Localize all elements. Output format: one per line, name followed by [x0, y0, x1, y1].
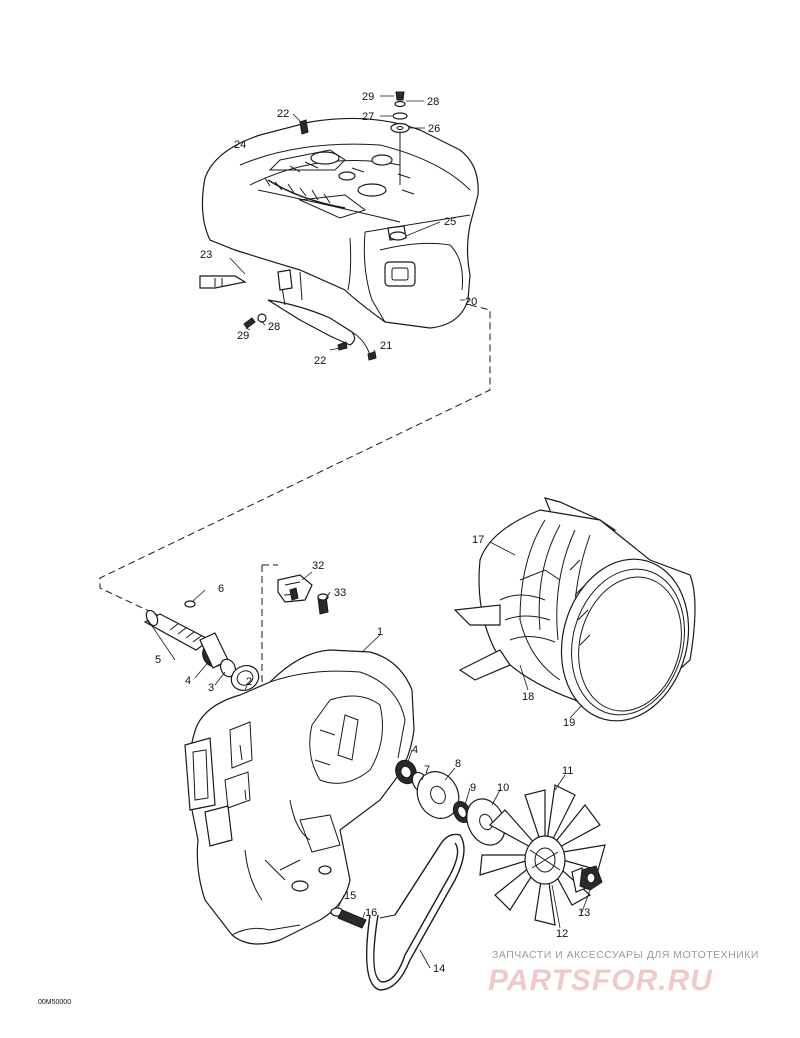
drawing-code: 00M50000 [38, 999, 71, 1006]
shaft-group [143, 600, 260, 691]
callout-26: 26 [428, 123, 440, 135]
housing-assembly [184, 649, 415, 945]
bolt-group [330, 907, 367, 929]
callout-24: 24 [234, 139, 246, 151]
callout-19: 19 [563, 717, 575, 729]
pulley-stack [395, 759, 506, 846]
fan-shroud-assembly [453, 497, 696, 722]
callout-20: 20 [465, 296, 477, 308]
fan-assembly [479, 784, 606, 926]
callout-16: 16 [365, 907, 377, 919]
callout-23: 23 [200, 249, 212, 261]
drive-belt [366, 833, 465, 991]
callout-4-right: 4 [412, 744, 418, 756]
callout-14: 14 [433, 963, 445, 975]
callout-21: 21 [380, 340, 392, 352]
bracket-group [277, 574, 329, 615]
leader-lines [147, 95, 591, 969]
callout-33: 33 [334, 587, 346, 599]
callout-29: 29 [362, 91, 374, 103]
callout-13: 13 [578, 907, 590, 919]
callout-22-top: 22 [277, 108, 289, 120]
callout-8: 8 [455, 758, 461, 770]
callout-5: 5 [155, 654, 161, 666]
callout-22-bottom: 22 [314, 355, 326, 367]
callout-27: 27 [362, 111, 374, 123]
callout-25: 25 [444, 216, 456, 228]
callout-28: 28 [427, 96, 439, 108]
watermark-logo: PARTSFOR.RU [488, 964, 713, 997]
watermark-tagline: ЗАПЧАСТИ И АКСЕССУАРЫ ДЛЯ МОТОТЕХНИКИ [492, 949, 759, 961]
watermark: ЗАПЧАСТИ И АКСЕССУАРЫ ДЛЯ МОТОТЕХНИКИ PA… [488, 949, 759, 997]
callout-10: 10 [497, 782, 509, 794]
callout-7: 7 [424, 764, 430, 776]
callout-4-left: 4 [185, 675, 191, 687]
callout-32: 32 [312, 560, 324, 572]
callout-3: 3 [208, 682, 214, 694]
callout-12: 12 [556, 928, 568, 940]
engine-cover-assembly [199, 91, 479, 361]
callout-15: 15 [344, 890, 356, 902]
callout-1: 1 [377, 626, 383, 638]
callout-31: 29 [237, 330, 249, 342]
callout-9: 9 [470, 782, 476, 794]
callout-18: 18 [522, 691, 534, 703]
callout-30: 28 [268, 321, 280, 333]
callout-labels: 29 28 27 26 22 24 25 23 20 29 28 21 22 1… [38, 91, 590, 1006]
callout-6: 6 [218, 583, 224, 595]
callout-2: 2 [246, 676, 252, 688]
callout-17: 17 [472, 534, 484, 546]
callout-11: 11 [562, 765, 573, 777]
